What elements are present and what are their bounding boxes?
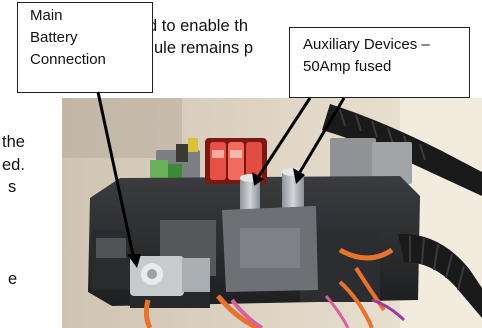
callout-line: Main: [30, 7, 63, 24]
callout-line: Battery: [30, 29, 78, 46]
callout-line: Connection: [30, 51, 106, 68]
auxiliary-devices-callout: Auxiliary Devices – 50Amp fused: [289, 27, 470, 98]
auxiliary-arrow-left: [257, 97, 312, 177]
main-battery-connection-callout: Main Battery Connection: [17, 2, 153, 93]
auxiliary-arrowhead-right: [293, 168, 305, 184]
document-text-line: s: [8, 178, 17, 196]
document-text-line: d to enable th: [148, 17, 248, 35]
document-text-line: ule remains p: [154, 39, 254, 57]
document-text-line: ed.: [2, 156, 25, 174]
main-battery-arrowhead: [127, 254, 141, 268]
document-text-line: the: [2, 133, 25, 151]
callout-line: Auxiliary Devices –: [303, 36, 430, 53]
auxiliary-arrow-right: [298, 97, 346, 173]
auxiliary-arrowhead-left: [252, 172, 264, 186]
main-battery-arrow: [96, 91, 135, 256]
document-text-line: e: [8, 270, 18, 288]
callout-line: 50Amp fused: [303, 58, 392, 75]
